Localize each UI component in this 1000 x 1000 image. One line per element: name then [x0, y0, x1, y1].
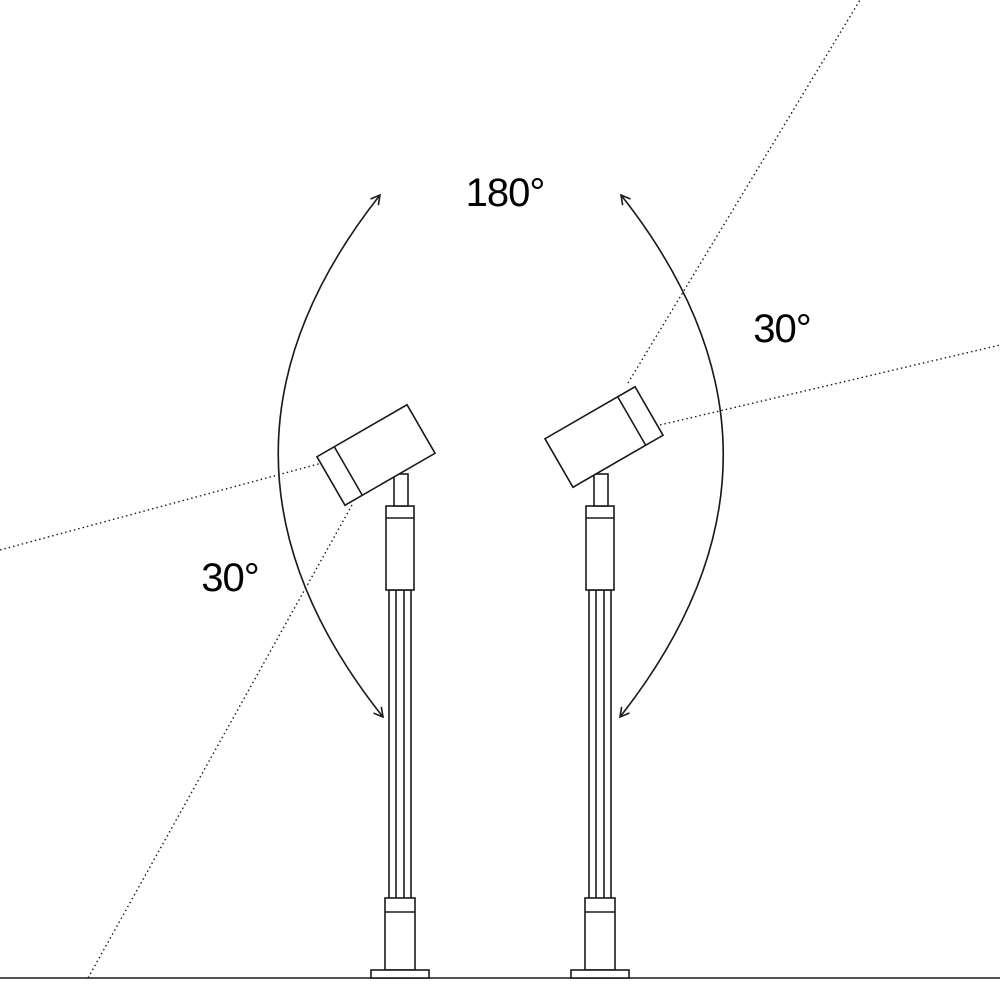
total-rotation-label: 180° [466, 171, 545, 215]
right-fixture [543, 385, 665, 979]
left-beam-lines [0, 462, 353, 979]
left-fixture [315, 403, 437, 979]
right-beam-lines [627, 0, 1000, 426]
right-tilt-label: 30° [753, 307, 811, 351]
left-rotation-arrow [277, 193, 385, 719]
left-tilt-label: 30° [201, 556, 259, 600]
right-rotation-arrow [618, 193, 724, 719]
